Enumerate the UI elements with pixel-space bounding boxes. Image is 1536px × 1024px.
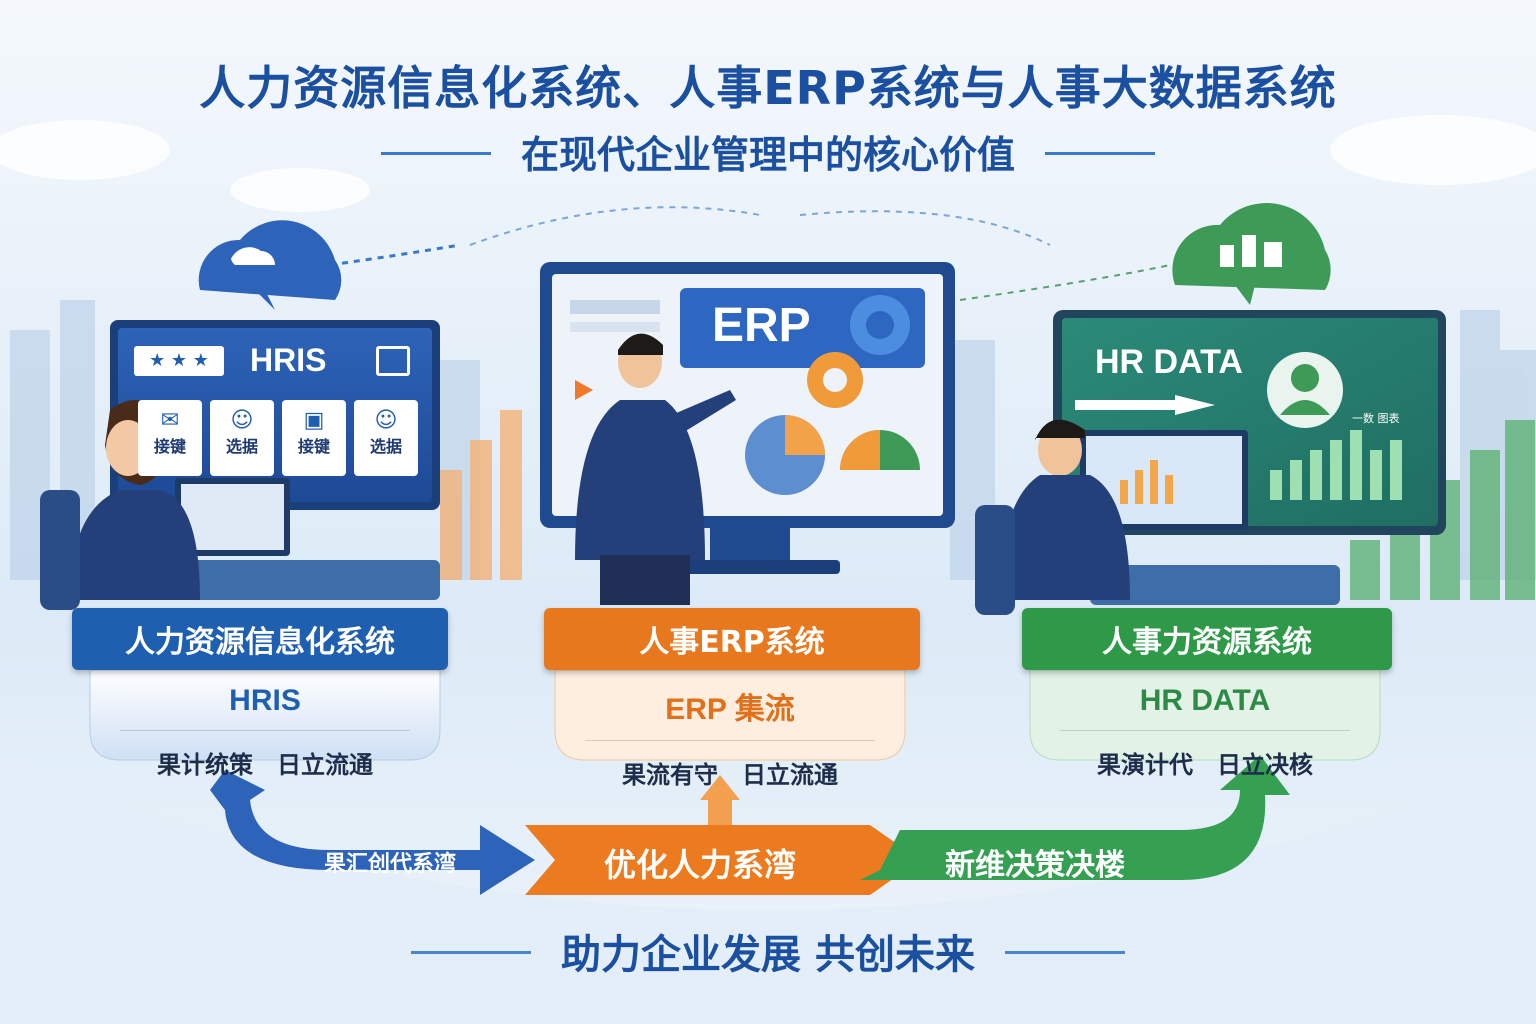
flow-right-label: 新维决策决楼 [945, 848, 1125, 883]
hr-data-banner: 人事力资源系统 [1022, 608, 1392, 670]
user-icon: ☺ [230, 408, 254, 433]
flow-left-label: 果汇创代系湾 [323, 852, 456, 877]
page-subtitle: 在现代企业管理中的核心价值 [380, 124, 1156, 179]
hris-screen: ★ ★ ★ HRIS ✉ 接键 ☺ 选据 ▣ 接键 ☺ 选据 [118, 328, 432, 502]
user-icon: ☺ [374, 408, 398, 433]
erp-card: ERP 集流 果流有守 日立流通 [555, 666, 905, 790]
hris-tile-row: ✉ 接键 ☺ 选据 ▣ 接键 ☺ 选据 [138, 400, 418, 476]
mail-icon: ✉ [160, 408, 180, 433]
hris-card-desc: 果计统策 日立流通 [157, 751, 373, 779]
hris-screen-label: HRIS [250, 342, 327, 378]
hris-tile[interactable]: ▣ 接键 [282, 400, 346, 476]
hris-tile-label: 选据 [225, 437, 258, 456]
hris-card: HRIS 果计统策 日立流通 [90, 666, 440, 780]
hr-data-card-desc: 果演计代 日立决核 [1097, 751, 1313, 779]
footer-wrap: 助力企业发展 共创未来 [0, 922, 1536, 980]
hris-tile[interactable]: ☺ 选据 [210, 400, 274, 476]
hris-tile-label: 接键 [153, 437, 186, 456]
divider [120, 730, 410, 731]
clipboard-icon: ▣ [303, 408, 325, 433]
hr-data-card: HR DATA 果演计代 日立决核 [1030, 666, 1380, 780]
footer-slogan: 助力企业发展 共创未来 [411, 922, 1125, 980]
hr-data-screen-label: HR DATA [1095, 343, 1243, 381]
hris-card-code: HRIS [229, 684, 301, 717]
bar-chart-icon [1370, 345, 1420, 395]
erp-banner: 人事ERP系统 [544, 608, 920, 670]
erp-card-code: ERP 集流 [665, 693, 795, 726]
gear-icon [850, 295, 910, 355]
hris-tile-label: 选据 [369, 437, 402, 456]
page-title: 人力资源信息化系统、人事ERP系统与人事大数据系统 [199, 61, 1337, 115]
flow-center-label: 优化人力系湾 [603, 846, 796, 884]
divider [585, 740, 875, 741]
hris-tile[interactable]: ☺ 选据 [354, 400, 418, 476]
edit-icon [376, 346, 410, 376]
hr-data-caption: 一数 图表 [1352, 412, 1400, 425]
subtitle-wrap: 在现代企业管理中的核心价值 [0, 124, 1536, 179]
erp-screen-label: ERP [712, 299, 811, 352]
hris-tile-label: 接键 [297, 437, 330, 456]
hris-banner: 人力资源信息化系统 [72, 608, 448, 670]
rating-stars-icon: ★ ★ ★ [134, 346, 224, 376]
divider [1060, 730, 1350, 731]
hr-data-card-code: HR DATA [1139, 684, 1271, 717]
erp-card-desc: 果流有守 日立流通 [622, 761, 838, 789]
hris-tile[interactable]: ✉ 接键 [138, 400, 202, 476]
